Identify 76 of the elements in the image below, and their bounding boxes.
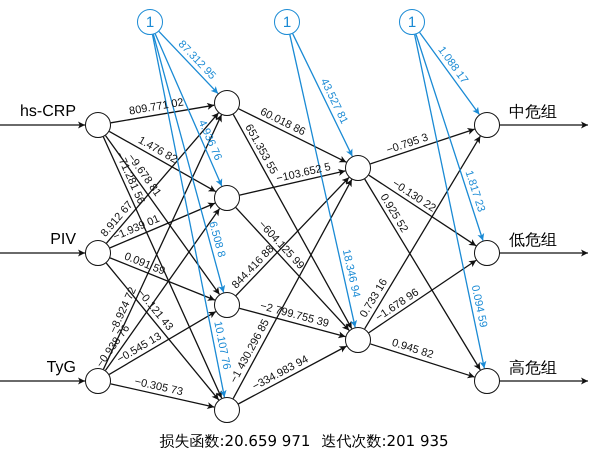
output-label: 低危组 (509, 232, 557, 248)
arrow (239, 308, 346, 338)
arrow (236, 176, 350, 296)
arrow (102, 114, 222, 370)
weight-label: 18.346 94 (340, 248, 361, 298)
output-label: 中危组 (509, 104, 557, 120)
arrow (0, 122, 85, 128)
bias-node: 1 (399, 9, 425, 35)
arrow (238, 108, 347, 163)
neuron-circle (85, 240, 111, 266)
neuron-circle (345, 327, 371, 353)
arrow (106, 112, 220, 244)
arrow (158, 30, 219, 94)
arrow (500, 378, 588, 384)
arrow (109, 130, 216, 192)
input-label: hs-CRP (20, 104, 76, 120)
neuron-circle (85, 368, 111, 394)
arrow (500, 122, 588, 128)
arrow (368, 260, 477, 334)
input-label: TyG (46, 360, 76, 376)
arrow (289, 34, 358, 328)
bias-node: 1 (137, 9, 163, 35)
arrow (292, 33, 353, 157)
arrow (370, 128, 475, 164)
arrow (110, 383, 214, 410)
weight-label: 0.094 59 (468, 284, 488, 329)
neuron-circle (214, 397, 240, 423)
note-text: 迭代次数:201 935 (322, 432, 449, 451)
note-text: 损失函数:20.659 971 (160, 432, 310, 451)
neuron-circle (214, 90, 240, 116)
arrow (104, 208, 220, 371)
arrow (154, 34, 222, 186)
arrow (364, 178, 481, 370)
arrow (152, 34, 226, 293)
arrow (102, 136, 222, 398)
weight-label: −103.652 5 (276, 162, 332, 185)
arrow (110, 202, 216, 248)
weight-label: 4.936 76 (196, 118, 224, 162)
weight-label: 0.091 59 (122, 250, 166, 278)
arrow (232, 114, 352, 329)
arrow (419, 32, 480, 115)
neuron-circle (474, 112, 500, 138)
neuron-circle (345, 155, 371, 181)
arrow (368, 174, 476, 246)
weight-label: 6.508 8 (206, 220, 226, 258)
arrow (232, 179, 352, 399)
arrow (235, 207, 350, 331)
arrow (110, 102, 214, 124)
arrow (108, 311, 216, 375)
arrow (105, 135, 220, 295)
arrow (110, 257, 216, 301)
arrow (238, 346, 347, 404)
neuron-circle (214, 185, 240, 211)
arrow (0, 250, 85, 256)
neuron-circle (214, 292, 240, 318)
bias-node: 1 (274, 9, 300, 35)
arrow (240, 169, 346, 196)
neuron-circle (474, 240, 500, 266)
arrow (364, 136, 481, 330)
neuron-circle (85, 112, 111, 138)
arrow (500, 250, 588, 256)
arrow (415, 34, 484, 241)
weight-label: −0.795 3 (386, 132, 430, 156)
arrow (152, 34, 227, 398)
arrow (0, 378, 85, 384)
weight-label: −0.305 73 (134, 376, 184, 398)
arrow (414, 34, 486, 368)
arrow (370, 343, 475, 378)
output-label: 高危组 (509, 360, 557, 376)
weight-label: 10.107 76 (211, 320, 232, 370)
weight-label: 809.771 02 (128, 98, 184, 118)
neuron-circle (474, 368, 500, 394)
input-label: PIV (50, 232, 76, 248)
weight-label: 1.817 23 (462, 168, 486, 214)
weight-label: 0.945 82 (390, 338, 434, 362)
arrow (106, 262, 220, 400)
